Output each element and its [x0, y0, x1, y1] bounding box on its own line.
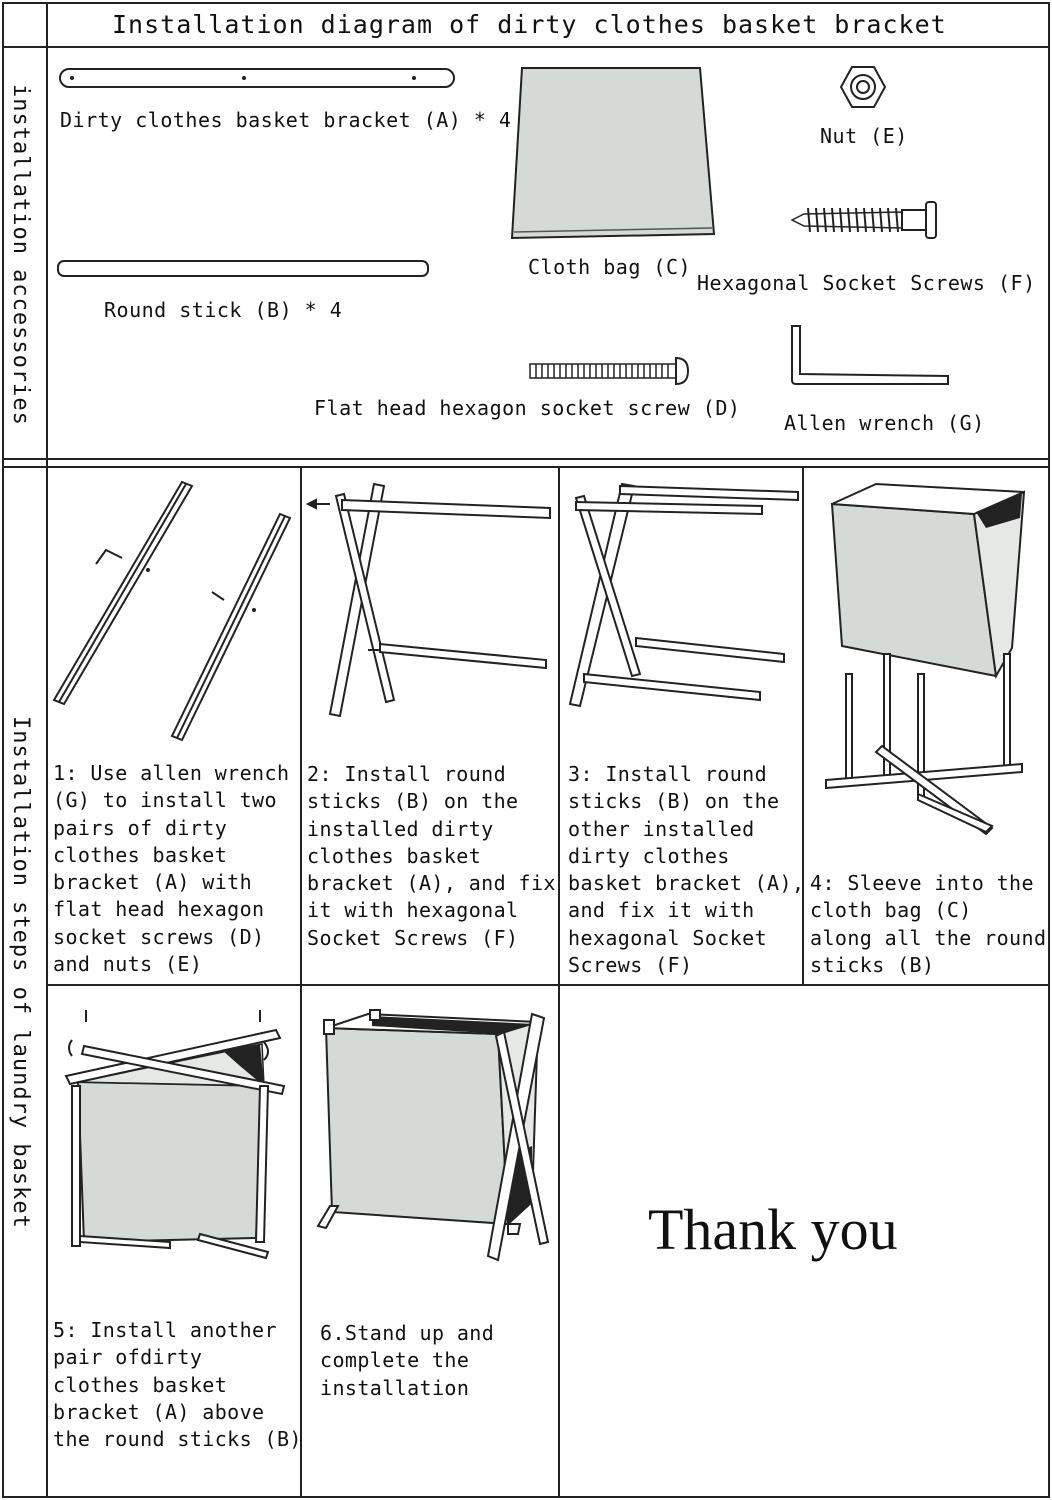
step-3-line: sticks (B) on the	[568, 789, 780, 814]
accessory-label-c: Cloth bag (C)	[528, 255, 692, 279]
step-1-line: clothes basket	[53, 842, 228, 867]
step-2-text: 2: Install round sticks (B) on the insta…	[307, 761, 556, 952]
step-1-line: flat head hexagon	[53, 897, 265, 922]
step-4-line: 4: Sleeve into the	[810, 871, 1034, 895]
step-5-line: the round sticks (B)	[53, 1427, 302, 1452]
step-3-line: hexagonal Socket	[568, 925, 768, 950]
cloth-bag-icon	[510, 67, 716, 240]
step-3-line: 3: Install round	[568, 762, 768, 786]
step-5-line: pair ofdirty	[53, 1345, 203, 1370]
step-2-line: Socket Screws (F)	[307, 925, 519, 950]
step-4-line: cloth bag (C)	[810, 898, 972, 923]
hex-nut-icon	[839, 66, 887, 108]
section-divider-bottom	[2, 466, 1050, 468]
step5-illustration	[64, 1010, 286, 1260]
step-6-line: complete the	[320, 1348, 470, 1373]
step-2-line: installed dirty	[307, 816, 494, 841]
steps-col-divider-2	[558, 466, 560, 1498]
section-label-steps: Installation steps of laundry basket	[8, 716, 33, 1229]
step-4-text: 4: Sleeve into the cloth bag (C) along a…	[810, 870, 1046, 979]
accessory-label-b: Round stick (B) * 4	[104, 298, 343, 322]
step-6-line: installation	[320, 1375, 470, 1400]
accessory-label-f: Hexagonal Socket Screws (F)	[697, 271, 1036, 295]
step-5-line: bracket (A) above	[53, 1399, 265, 1424]
step-3-line: basket bracket (A),	[568, 871, 805, 896]
steps-row-divider	[46, 984, 1050, 986]
accessory-label-e: Nut (E)	[820, 124, 908, 148]
bracket-bar-icon	[59, 68, 455, 88]
left-column-divider	[46, 2, 48, 1498]
step-1-text: 1: Use allen wrench (G) to install two p…	[53, 760, 289, 978]
step6-illustration	[316, 1009, 550, 1262]
step-2-line: sticks (B) on the	[307, 789, 519, 814]
step3-illustration	[568, 482, 799, 708]
section-label-accessories: installation accessories	[8, 84, 33, 426]
step-3-text: 3: Install round sticks (B) on the other…	[568, 761, 804, 979]
section-divider-top	[2, 458, 1050, 460]
step-5-text: 5: Install another pair ofdirty clothes …	[53, 1317, 302, 1453]
socket-screw-icon	[790, 201, 937, 239]
step-5-line: clothes basket	[53, 1372, 228, 1397]
step1-illustration	[52, 480, 292, 742]
title-divider	[2, 46, 1050, 48]
step4-illustration	[825, 482, 1026, 836]
thank-you-text: Thank you	[648, 1197, 898, 1262]
step-1-line: socket screws (D)	[53, 924, 265, 949]
step-6-text: 6.Stand up and complete the installation	[320, 1320, 494, 1402]
accessory-label-g: Allen wrench (G)	[784, 411, 985, 435]
step-6-line: 6.Stand up and	[320, 1321, 495, 1345]
step-1-line: 1: Use allen wrench	[53, 761, 290, 785]
step-2-line: 2: Install round	[307, 762, 507, 786]
flat-head-screw-icon	[529, 356, 690, 386]
accessory-label-d: Flat head hexagon socket screw (D)	[314, 396, 741, 420]
accessory-label-a: Dirty clothes basket bracket (A) * 4	[60, 108, 512, 132]
step-1-line: bracket (A) with	[53, 870, 253, 895]
steps-col-divider-1	[300, 466, 302, 1498]
step-2-line: clothes basket	[307, 843, 482, 868]
step-1-line: pairs of dirty	[53, 815, 228, 840]
step2-illustration	[305, 482, 551, 718]
step-5-line: 5: Install another	[53, 1318, 277, 1342]
step-2-line: it with hexagonal	[307, 898, 519, 923]
step-3-line: and fix it with	[568, 898, 755, 923]
step-1-line: and nuts (E)	[53, 952, 203, 977]
step-1-line: (G) to install two	[53, 788, 277, 813]
step-3-line: dirty clothes	[568, 843, 730, 868]
step-2-line: bracket (A), and fix	[307, 871, 556, 896]
round-stick-icon	[57, 260, 429, 277]
steps-col-divider-3	[802, 466, 804, 984]
page-title: Installation diagram of dirty clothes ba…	[112, 10, 947, 39]
step-3-line: other installed	[568, 816, 755, 841]
step-4-line: along all the round	[810, 925, 1047, 950]
step-3-line: Screws (F)	[568, 953, 693, 978]
allen-wrench-icon	[791, 325, 949, 385]
step-4-line: sticks (B)	[810, 952, 935, 977]
